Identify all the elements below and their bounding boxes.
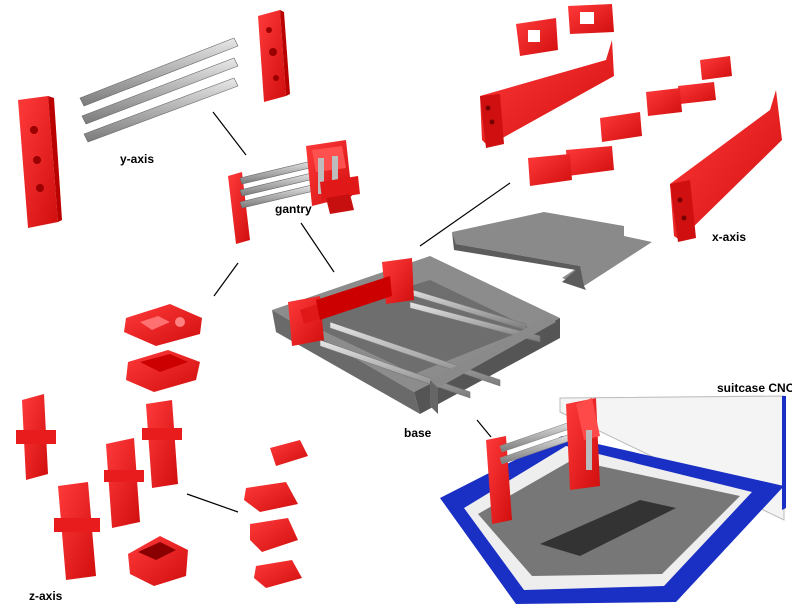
label-y-axis: y-axis <box>120 152 154 166</box>
z-axis-plate-4 <box>54 482 100 580</box>
connector-yaxis-gantry <box>212 111 247 156</box>
label-x-axis: x-axis <box>712 230 746 244</box>
connector-xaxis-base <box>419 182 511 247</box>
z-axis-plate-3 <box>142 400 182 488</box>
connector-lines <box>186 111 511 513</box>
suitcase-cnc <box>440 395 786 604</box>
label-base: base <box>404 426 432 440</box>
y-axis-parts <box>18 10 290 228</box>
gantry-assembly <box>228 140 360 244</box>
x-axis-side-rail-upper <box>480 40 614 148</box>
y-axis-end-plate-left <box>18 96 62 228</box>
connector-gantry-base <box>300 222 335 273</box>
connector-zaxis-parts <box>186 493 239 513</box>
z-axis-plate-2 <box>104 438 144 528</box>
connector-base-suitcase <box>476 419 492 438</box>
x-axis-side-rail-lower <box>670 90 782 242</box>
y-axis-rods <box>79 37 239 143</box>
connector-gantry-zaxis <box>213 262 239 297</box>
base-red-carriage <box>288 258 414 346</box>
label-gantry: gantry <box>275 202 312 216</box>
x-axis-small-bracket-2 <box>568 4 614 34</box>
label-z-axis: z-axis <box>29 589 63 603</box>
base-assembly <box>272 256 560 414</box>
x-axis-small-bracket-1 <box>516 18 558 56</box>
y-axis-end-plate-right <box>258 10 290 102</box>
label-suitcase-cnc: suitcase CNC <box>717 381 792 395</box>
x-axis-parts <box>452 4 782 290</box>
z-axis-plate-1 <box>16 394 56 480</box>
z-axis-top-bracket <box>124 304 202 346</box>
x-axis-bed-plate <box>452 212 652 290</box>
z-axis-tool-holder <box>128 536 188 586</box>
z-axis-small-parts <box>244 440 308 588</box>
z-axis-parts <box>16 304 308 588</box>
z-axis-bottom-bracket <box>126 350 200 392</box>
x-axis-connector-plates <box>528 56 732 186</box>
